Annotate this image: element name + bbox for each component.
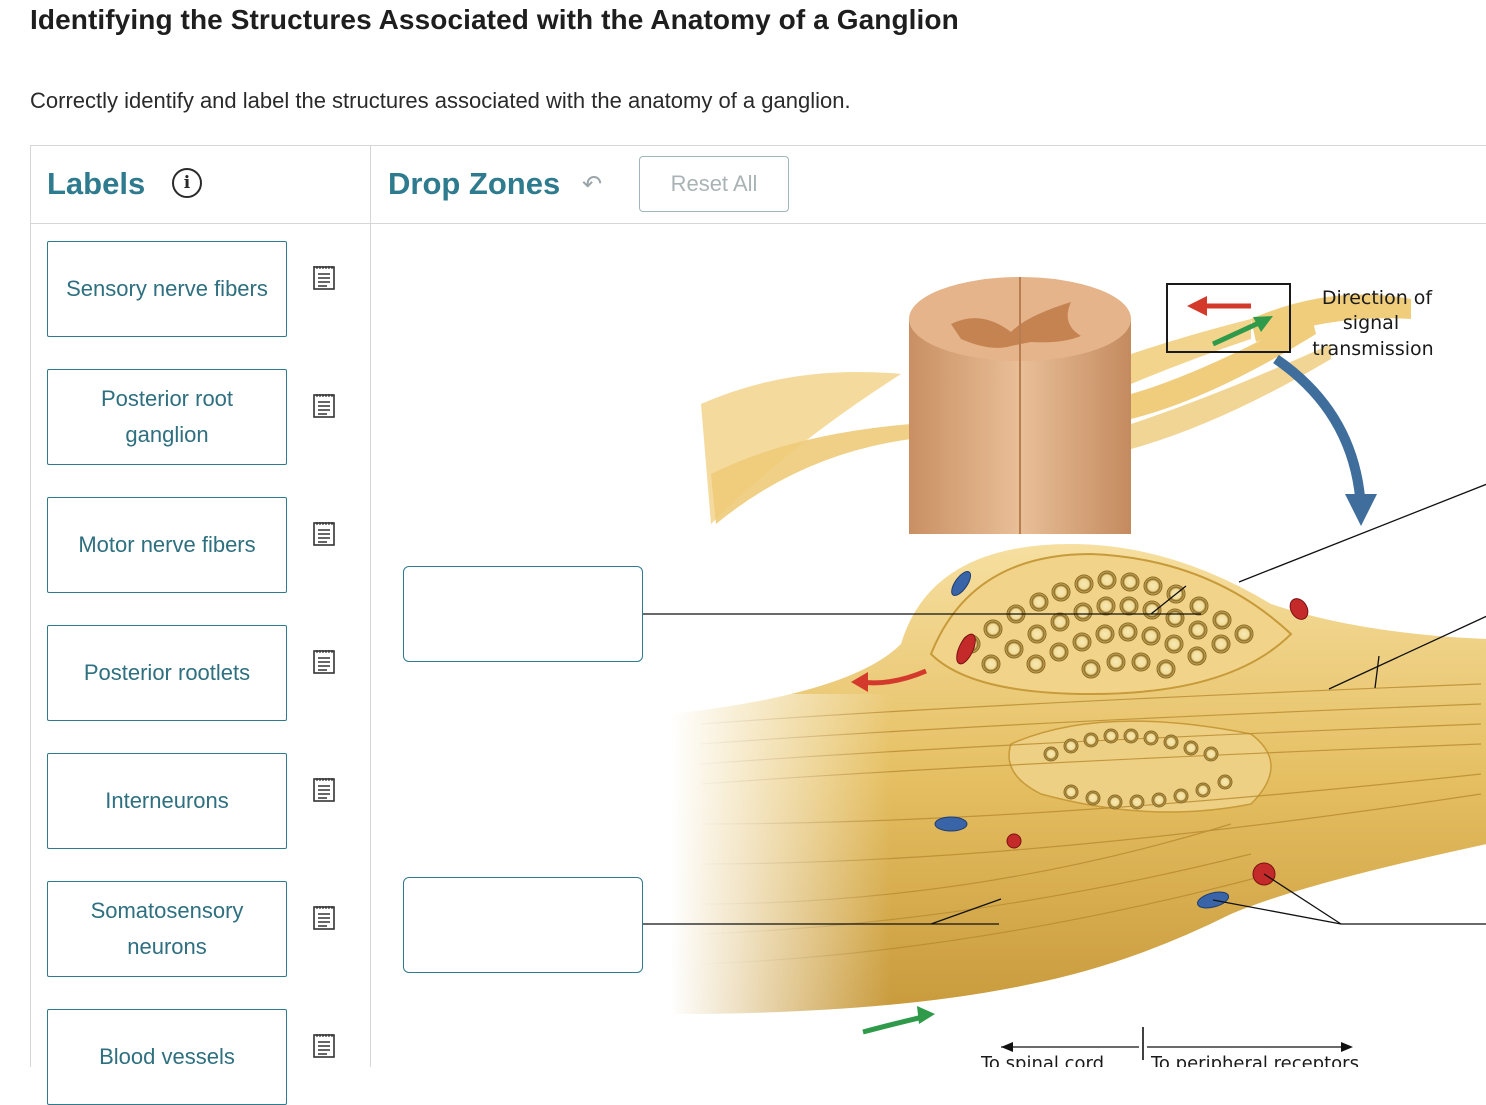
label-sensory-nerve-fibers[interactable]: Sensory nerve fibers — [47, 241, 287, 337]
notes-icon[interactable] — [312, 777, 336, 803]
legend-line-1: Direction of — [1322, 287, 1433, 309]
drop-zone-1[interactable] — [403, 566, 643, 662]
notes-icon[interactable] — [312, 649, 336, 675]
labels-column: Labels i Sensory nerve fibers Posterior … — [31, 146, 371, 1105]
labels-heading: Labels — [47, 166, 146, 201]
green-arrow-icon — [1211, 319, 1263, 347]
notes-icon[interactable] — [312, 905, 336, 931]
notes-icon[interactable] — [312, 393, 336, 419]
notes-icon[interactable] — [312, 521, 336, 547]
legend-line-2: signal — [1343, 312, 1399, 334]
drop-zones-heading: Drop Zones — [388, 166, 561, 201]
label-text: Motor nerve fibers — [78, 532, 256, 557]
label-blood-vessels[interactable]: Blood vessels — [47, 1009, 287, 1105]
info-circle-icon[interactable]: i — [172, 168, 202, 198]
notes-icon[interactable] — [312, 1033, 336, 1059]
label-text: Blood vessels — [99, 1044, 235, 1069]
reset-all-button[interactable]: Reset All — [639, 156, 789, 212]
label-text: Interneurons — [105, 788, 229, 813]
label-motor-nerve-fibers[interactable]: Motor nerve fibers — [47, 497, 287, 593]
instructions-text: Correctly identify and label the structu… — [30, 88, 851, 113]
signal-direction-box — [1166, 283, 1291, 353]
label-interneurons[interactable]: Interneurons — [47, 753, 287, 849]
legend-line-3: transmission — [1312, 338, 1433, 360]
drop-zones-column: Drop Zones ↶ Reset All — [371, 146, 1486, 1067]
blue-arrow-icon — [1273, 354, 1366, 510]
label-text: Posterior root ganglion — [100, 386, 234, 447]
label-somatosensory-neurons[interactable]: Somatosensory neurons — [47, 881, 287, 977]
spinal-cord-illustration — [701, 277, 1411, 534]
ganglion-diagram: Direction of signal transmission — [643, 277, 1486, 1067]
label-text: Somatosensory neurons — [90, 898, 244, 959]
label-posterior-rootlets[interactable]: Posterior rootlets — [47, 625, 287, 721]
to-spinal-cord-label: To spinal cord — [980, 1053, 1104, 1067]
label-text: Posterior rootlets — [83, 660, 251, 685]
label-text: Sensory nerve fibers — [66, 276, 268, 301]
page-title: Identifying the Structures Associated wi… — [30, 4, 959, 35]
undo-icon[interactable]: ↶ — [582, 171, 603, 198]
notes-icon[interactable] — [312, 265, 336, 291]
drop-zone-2[interactable] — [403, 877, 643, 973]
leader-lines — [643, 483, 1486, 925]
to-peripheral-receptors-label: To peripheral receptors — [1150, 1053, 1359, 1067]
drop-zones-header: Drop Zones ↶ Reset All — [371, 146, 1486, 224]
bottom-direction-markers: To spinal cord To peripheral receptors — [980, 1027, 1359, 1067]
label-posterior-root-ganglion[interactable]: Posterior root ganglion — [47, 369, 287, 465]
labels-header: Labels i — [31, 146, 370, 224]
ganglion-illustration — [671, 544, 1486, 1024]
activity-panel: Labels i Sensory nerve fibers Posterior … — [30, 145, 1486, 1105]
